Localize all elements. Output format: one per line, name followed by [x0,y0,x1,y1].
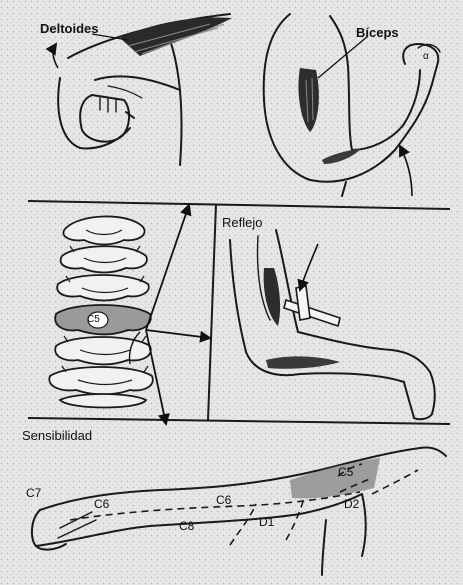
label-arm-d2: D2 [344,498,359,510]
label-reflejo: Reflejo [222,216,262,229]
label-arm-c5: C5 [338,466,353,478]
label-alpha: α [423,52,429,62]
label-sensibilidad: Sensibilidad [22,429,92,442]
label-arm-c6-forearm: C6 [216,494,231,506]
label-arm-c7: C7 [26,487,41,499]
label-deltoides: Deltoides [40,22,99,35]
label-arm-d1: D1 [259,516,274,528]
label-arm-c6-hand: C6 [94,498,109,510]
label-vertebra-c5: C5 [87,315,100,325]
label-biceps: Bíceps [356,26,399,39]
label-arm-c8: C8 [179,520,194,532]
